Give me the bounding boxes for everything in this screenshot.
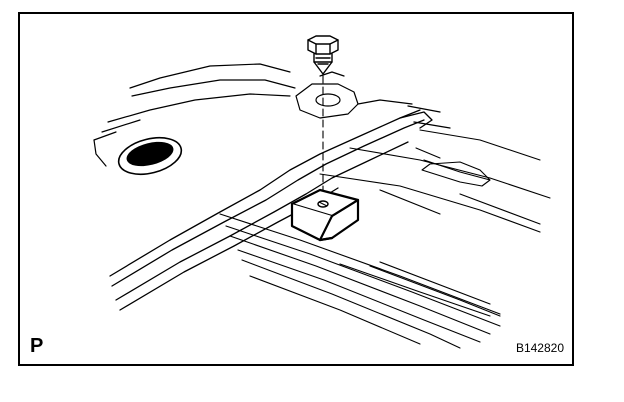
bolt-boss [295,71,413,119]
figure-code: B142820 [515,341,564,355]
view-direction-mark: P [30,335,44,357]
bolt-icon [307,35,339,75]
upper-panel-contour [93,63,296,167]
spacer-block-icon [290,188,360,242]
service-illustration [93,35,551,349]
service-hole [117,136,183,176]
figure-frame: P B142820 [18,12,574,366]
floor-rails [219,213,501,349]
reinforcement-beam [109,105,451,311]
floor-structure-right [319,129,551,233]
